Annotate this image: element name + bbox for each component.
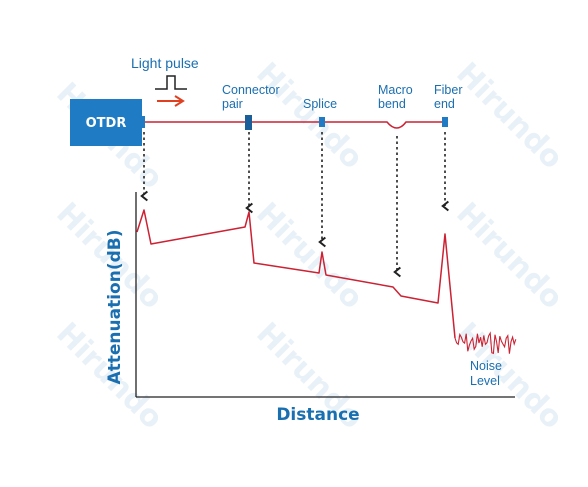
otdr-label: OTDR — [86, 116, 127, 131]
noise-trace — [454, 331, 517, 355]
watermark: Hirundo — [449, 56, 569, 176]
noise-label-line2: Level — [470, 374, 500, 388]
pulse-arrow — [157, 95, 185, 107]
watermark: Hirundo — [249, 196, 369, 316]
otdr-trace — [136, 209, 456, 339]
noise-label-line1: Noise — [470, 359, 502, 373]
connector-label-line2: pair — [222, 97, 243, 111]
pulse-shape — [155, 75, 187, 90]
fiber-end-label-line1: Fiber — [434, 83, 462, 97]
fiber-line — [142, 121, 447, 129]
watermark: Hirundo — [249, 56, 369, 176]
fiber-end-marker — [442, 117, 448, 127]
connector-marker — [245, 115, 252, 130]
y-axis-title: Attenuation(dB) — [105, 229, 125, 384]
otdr-port-marker — [140, 116, 145, 128]
watermark: Hirundo — [449, 316, 569, 436]
light-pulse-label: Light pulse — [131, 55, 199, 71]
splice-marker — [319, 117, 325, 127]
fiber-end-label-line2: end — [434, 97, 455, 111]
connector-label-line1: Connector — [222, 83, 280, 97]
x-axis-title: Distance — [276, 405, 359, 425]
otdr-box — [70, 99, 142, 146]
splice-label: Splice — [303, 97, 337, 111]
macro-bend-label-line1: Macro — [378, 83, 413, 97]
macro-bend-label-line2: bend — [378, 97, 406, 111]
watermark: Hirundo — [449, 196, 569, 316]
